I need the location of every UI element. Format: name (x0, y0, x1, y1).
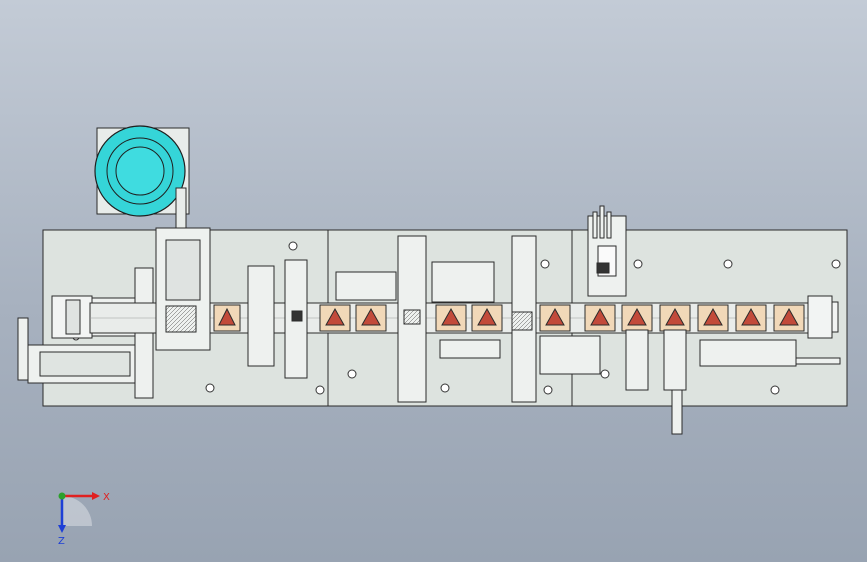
station-plates[interactable] (155, 215, 627, 403)
nest-06 (539, 304, 571, 332)
conveyor-roller-right[interactable] (807, 295, 839, 339)
nest-03 (355, 304, 387, 332)
nest-10 (697, 304, 729, 332)
fixture-blocks (165, 262, 610, 333)
nest-07 (584, 304, 616, 332)
conveyor-roller-left[interactable] (51, 295, 93, 339)
axis-z-label: Z (58, 536, 65, 547)
lower-mechanisms[interactable] (335, 261, 841, 435)
nest-12 (773, 304, 805, 332)
coordinate-triad-icon: X Z (58, 492, 110, 547)
tape-reel-icon[interactable] (94, 125, 190, 241)
axis-x-label: X (103, 492, 110, 503)
nest-02 (319, 304, 351, 332)
cylinder-rods (592, 205, 612, 239)
nest-04 (435, 304, 467, 332)
nest-11 (735, 304, 767, 332)
nest-09 (659, 304, 691, 332)
nest-01 (213, 304, 241, 332)
nest-05 (471, 304, 503, 332)
mounting-holes (72, 241, 841, 395)
nest-08 (621, 304, 653, 332)
product-nests[interactable] (213, 304, 805, 332)
